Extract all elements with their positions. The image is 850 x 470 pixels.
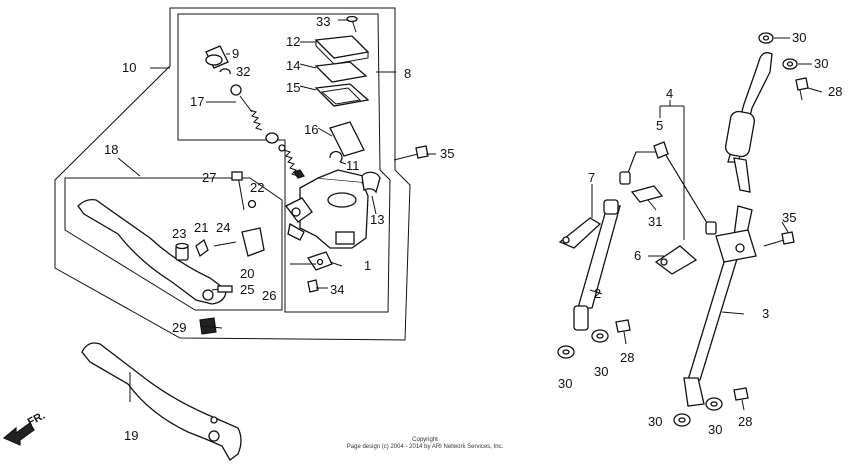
callout-7: 7 <box>588 170 595 185</box>
grommet-5 <box>653 141 669 159</box>
callout-28-bottom: 28 <box>738 414 752 429</box>
callout-35-right: 35 <box>782 210 796 225</box>
lever-small-parts <box>175 171 333 335</box>
bolt-35-right <box>763 231 795 247</box>
callout-33: 33 <box>316 14 330 29</box>
callout-23: 23 <box>172 226 186 241</box>
callout-4: 4 <box>666 86 673 101</box>
reservoir-group-frame <box>177 13 391 313</box>
callout-6: 6 <box>634 248 641 263</box>
copyright-line2: Page design (c) 2004 - 2014 by ARI Netwo… <box>347 444 504 450</box>
callout-30-a: 30 <box>792 30 806 45</box>
callout-5: 5 <box>656 118 663 133</box>
master-cylinder-body <box>285 169 375 249</box>
bolt-35-left <box>393 145 429 161</box>
lever-group-frame <box>64 177 283 311</box>
callout-19: 19 <box>124 428 138 443</box>
callout-31: 31 <box>648 214 662 229</box>
callout-29: 29 <box>172 320 186 335</box>
pivot-clip <box>329 150 343 163</box>
callout-13: 13 <box>370 212 384 227</box>
callout-21: 21 <box>194 220 208 235</box>
callout-30-c: 30 <box>558 376 572 391</box>
callout-2: 2 <box>594 286 601 301</box>
callout-11: 11 <box>346 158 360 173</box>
copyright-line1: Copyright <box>412 437 438 443</box>
brake-hose-3 <box>683 205 753 407</box>
callout-8: 8 <box>404 66 411 81</box>
callout-1: 1 <box>364 258 371 273</box>
outer-assembly-frame <box>54 7 411 341</box>
front-direction-indicator: FR. <box>2 410 47 446</box>
callout-17: 17 <box>190 94 204 109</box>
float <box>329 121 365 157</box>
callout-32: 32 <box>236 64 250 79</box>
callout-30-b: 30 <box>814 56 828 71</box>
cap-plate <box>314 61 368 83</box>
diaphragm <box>314 83 370 107</box>
callout-3: 3 <box>762 306 769 321</box>
reservoir-cap <box>314 35 370 65</box>
callout-30-e: 30 <box>648 414 662 429</box>
callout-9: 9 <box>232 46 239 61</box>
callout-22: 22 <box>250 180 264 195</box>
callout-labels: 1 2 3 4 5 6 7 8 9 10 11 12 13 14 15 16 1… <box>104 14 842 443</box>
cap-screw <box>346 15 358 33</box>
brake-hose-2 <box>573 199 621 331</box>
copyright-footer: Copyright Page design (c) 2004 - 2014 by… <box>347 437 504 450</box>
callout-12: 12 <box>286 34 300 49</box>
callout-20: 20 <box>240 266 254 281</box>
callout-14: 14 <box>286 58 300 73</box>
brake-lever-lower <box>81 342 242 461</box>
callout-26: 26 <box>262 288 276 303</box>
hose-clamps <box>558 185 698 275</box>
callout-18: 18 <box>104 142 118 157</box>
callout-24: 24 <box>216 220 230 235</box>
brake-hose-upper <box>724 52 773 193</box>
direction-label: FR. <box>26 410 47 429</box>
callout-30-f: 30 <box>708 422 722 437</box>
callout-16: 16 <box>304 122 318 137</box>
callout-34: 34 <box>330 282 344 297</box>
callout-10: 10 <box>122 60 136 75</box>
piston-kit <box>205 45 305 179</box>
dust-boot <box>361 171 381 194</box>
brake-pipe-4 <box>619 151 717 235</box>
callout-15: 15 <box>286 80 300 95</box>
three-way-joint <box>715 229 757 263</box>
washers-and-bolts <box>557 32 809 427</box>
callout-28-mid: 28 <box>620 350 634 365</box>
callout-25: 25 <box>240 282 254 297</box>
callout-27: 27 <box>202 170 216 185</box>
callout-28-top: 28 <box>828 84 842 99</box>
leader-lines <box>117 19 823 402</box>
callout-35-left: 35 <box>440 146 454 161</box>
arrow-left-icon <box>2 422 35 446</box>
callout-30-d: 30 <box>594 364 608 379</box>
